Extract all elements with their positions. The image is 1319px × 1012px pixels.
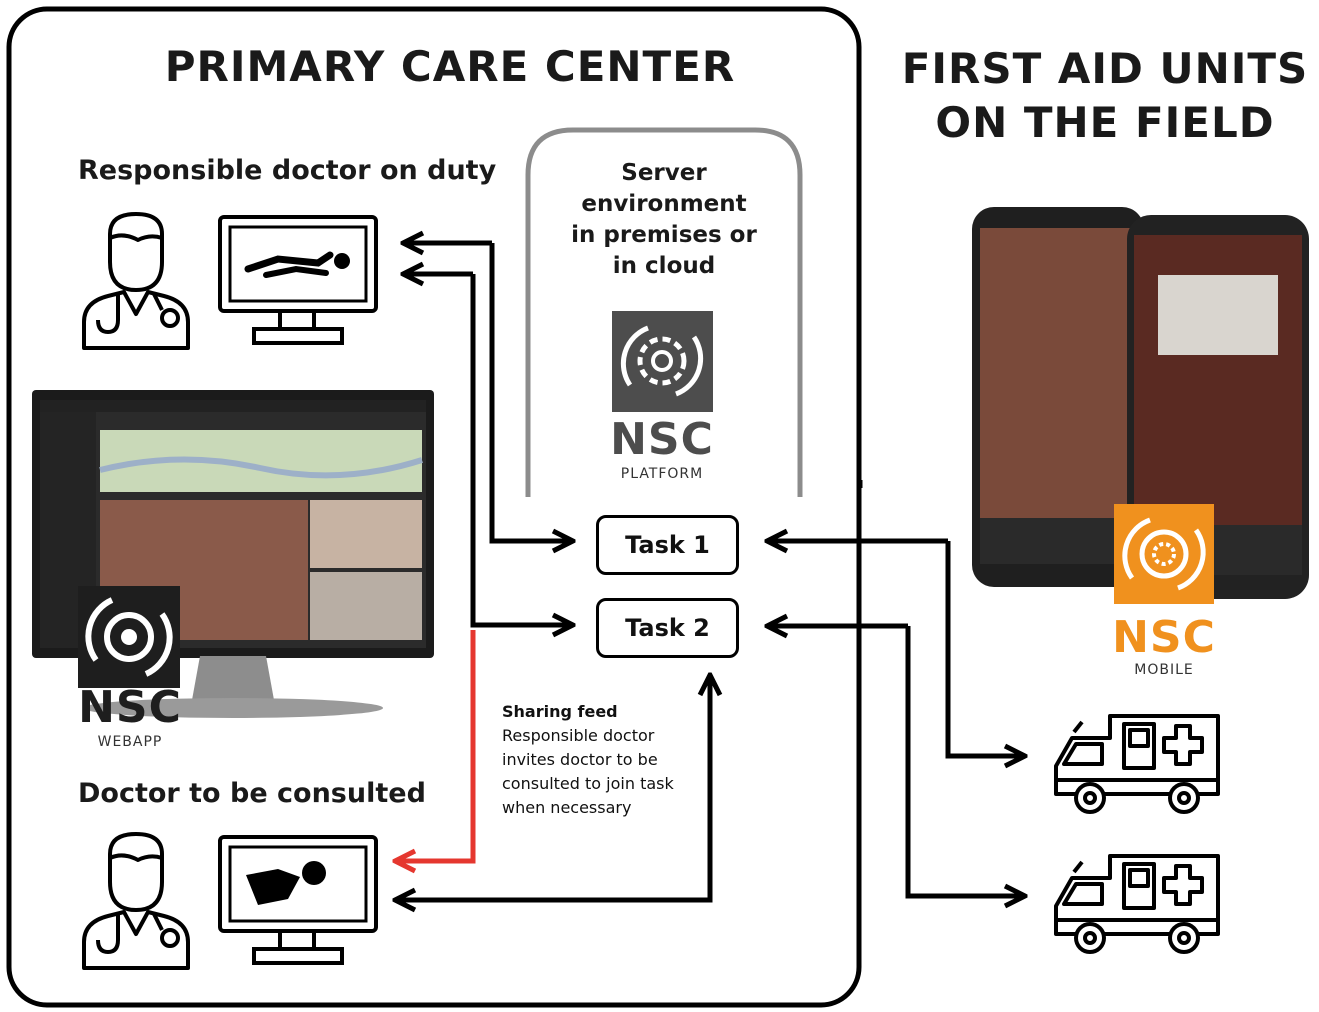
server-line: Server <box>621 160 707 186</box>
platform-logo-name: NSC <box>610 414 714 465</box>
ambulance-icon <box>1054 714 1220 814</box>
mobile-logo-icon <box>1114 504 1214 604</box>
sharing-note-line: when necessary <box>502 798 632 817</box>
primary-care-title: PRIMARY CARE CENTER <box>164 42 736 91</box>
video-feed-doctor <box>310 500 422 568</box>
sharing-feed-heading: Sharing feed <box>502 702 618 721</box>
server-environment-frame <box>525 127 803 497</box>
video-feed-doctor-2 <box>310 572 422 640</box>
doctor-icon <box>82 832 190 970</box>
platform-logo-sub: PLATFORM <box>620 466 704 482</box>
webapp-logo-name: NSC <box>78 682 182 733</box>
arrow-task1-to-responsible <box>403 243 573 541</box>
primary-care-frame <box>6 6 862 1008</box>
consulted-doctor-label: Doctor to be consulted <box>78 778 426 809</box>
arrow-field-to-task2 <box>905 626 1025 896</box>
arrow-field-to-task1 <box>945 541 1025 756</box>
server-line: in premises or <box>571 222 757 248</box>
mobile-logo-sub: MOBILE <box>1134 662 1194 678</box>
sharing-note-line: consulted to join task <box>502 774 674 793</box>
ambulance-icon <box>1054 854 1220 954</box>
server-line: in cloud <box>612 253 716 279</box>
mobile-logo-name: NSC <box>1112 612 1216 663</box>
platform-logo-icon <box>612 311 713 412</box>
monitor-consulted-icon <box>218 835 378 965</box>
arrow-task2-to-responsible <box>403 274 573 625</box>
doctor-icon <box>82 212 190 350</box>
field-title-line1: FIRST AID UNITS <box>901 44 1309 93</box>
server-line: environment <box>581 191 747 217</box>
monitor-responsible-icon <box>218 215 378 345</box>
sharing-note-line: Responsible doctor <box>502 726 655 745</box>
sharing-feed-arrow <box>395 630 476 861</box>
field-title-line2: ON THE FIELD <box>935 98 1275 147</box>
responsible-doctor-label: Responsible doctor on duty <box>78 155 497 186</box>
webapp-logo-icon <box>78 586 180 688</box>
server-environment-text: Server environment in premises or in clo… <box>540 158 788 282</box>
mobile-phones <box>972 207 1309 599</box>
sharing-note-line: invites doctor to be <box>502 750 658 769</box>
arrow-task2-to-consulted <box>395 675 710 900</box>
webapp-logo-sub: WEBAPP <box>97 734 163 750</box>
task-1-box[interactable]: Task 1 <box>596 515 739 575</box>
task-2-box[interactable]: Task 2 <box>596 598 739 658</box>
field-title: FIRST AID UNITS ON THE FIELD <box>900 42 1310 150</box>
sharing-feed-note: Sharing feed Responsible doctor invites … <box>502 700 702 820</box>
